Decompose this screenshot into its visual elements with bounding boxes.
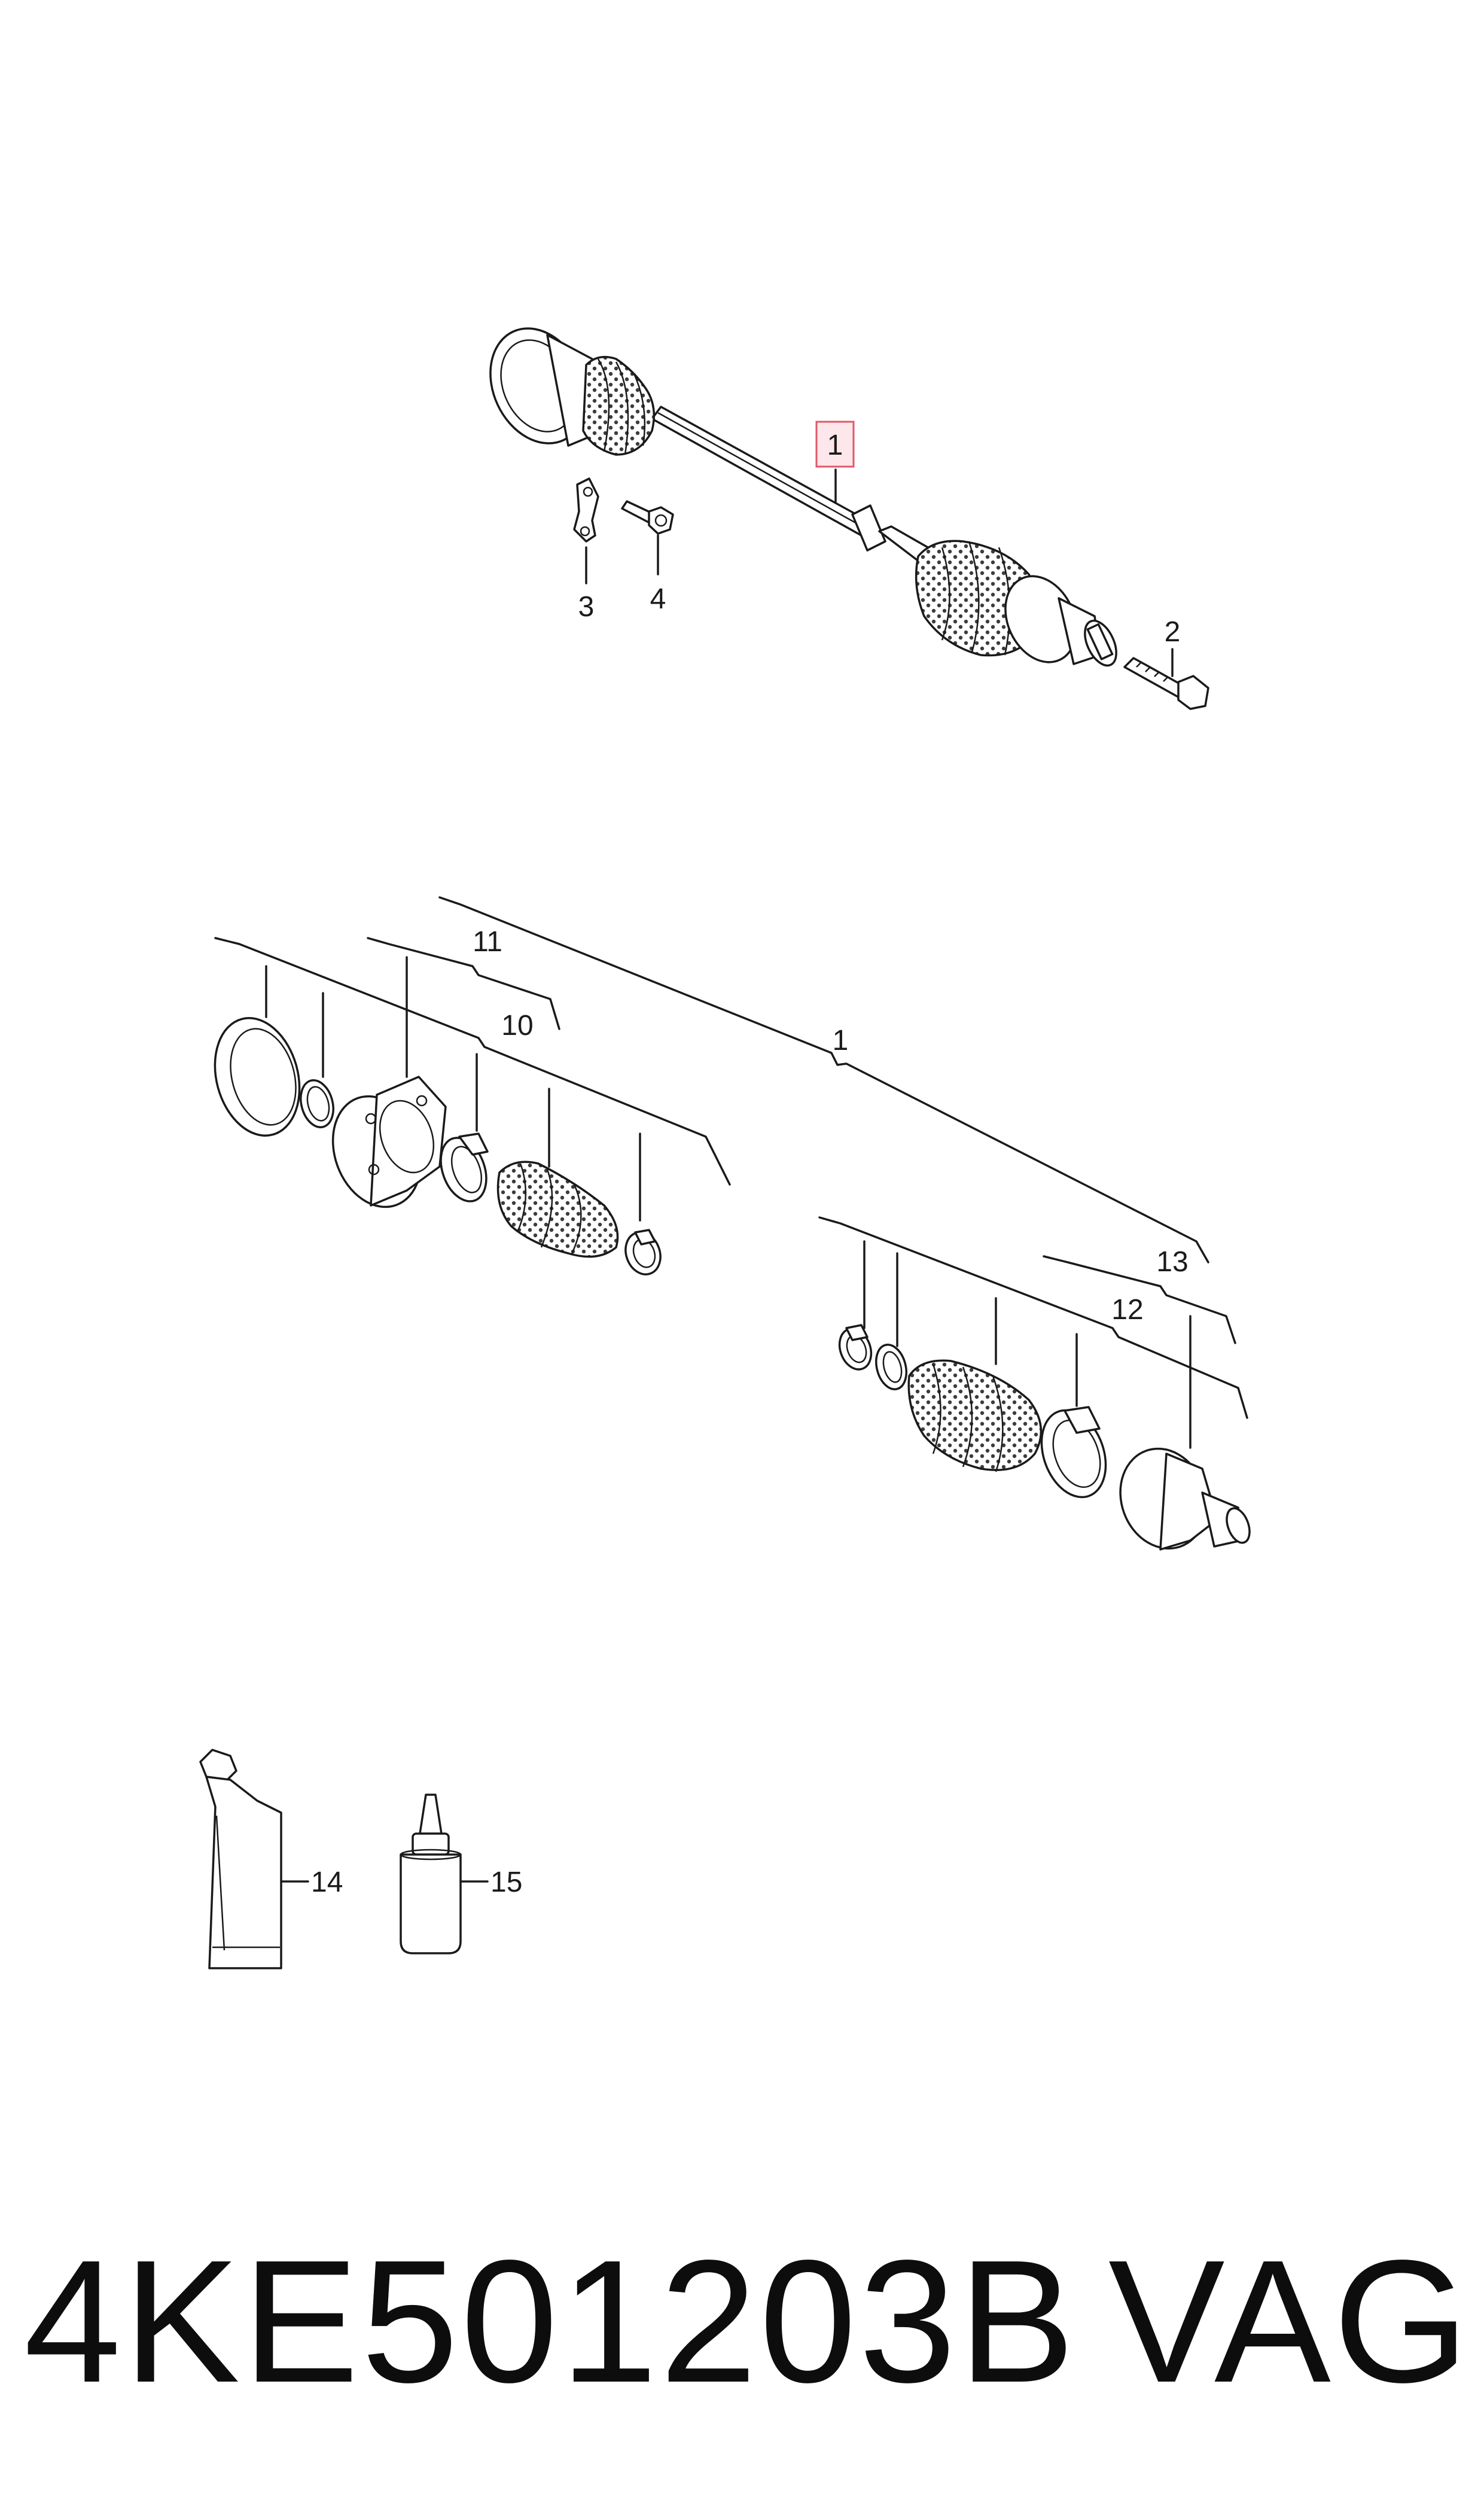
consumables: 14 15 — [199, 1749, 522, 1969]
grease-tube-14: 14 — [199, 1749, 343, 1969]
bracket-line-10 — [214, 937, 731, 1186]
clamp-outer-small — [838, 1324, 873, 1371]
callout-1-assembly: 1 — [833, 1025, 849, 1056]
callout-2: 2 — [1165, 616, 1181, 648]
callout-1-top: 1 — [827, 430, 843, 461]
highlight-box — [815, 421, 855, 468]
sealant-bottle-15: 15 — [400, 1794, 522, 1954]
brand-name: VAG — [1108, 2224, 1471, 2419]
callout-14: 14 — [311, 1867, 343, 1898]
callout-11: 11 — [473, 926, 502, 958]
callout-15: 15 — [490, 1867, 522, 1898]
clamp-inner-large — [440, 1132, 489, 1202]
exploded-parts: 1 11 10 13 12 — [214, 896, 1251, 1551]
seal-ring — [214, 1017, 301, 1137]
callout-10: 10 — [501, 1010, 533, 1042]
outer-cv-joint — [1004, 575, 1117, 667]
clamp-outer-large — [1040, 1406, 1107, 1499]
screw-part-4 — [621, 500, 674, 535]
part-caption: 4KE501203B VAG — [24, 2213, 1471, 2429]
clamp-inner-small — [624, 1229, 662, 1275]
inner-joint-housing — [331, 1076, 447, 1208]
bracket-line-12 — [818, 1216, 1248, 1419]
callout-12: 12 — [1111, 1294, 1143, 1326]
bracket-line-13 — [1043, 1255, 1236, 1344]
outer-cv-joint-exploded — [1119, 1447, 1251, 1551]
callout-13: 13 — [1156, 1246, 1188, 1278]
bolt-part-2 — [1123, 657, 1209, 710]
bracket-part-3 — [573, 477, 599, 543]
part-number: 4KE501203B — [24, 2224, 1078, 2419]
bracket-line-1 — [438, 896, 1209, 1263]
bracket-line-11 — [367, 937, 560, 1030]
drive-shaft-assembly: 1 2 3 4 — [489, 327, 1209, 710]
callout-4: 4 — [650, 583, 666, 615]
callout-3: 3 — [578, 591, 595, 623]
o-ring — [300, 1079, 334, 1128]
exploded-view-svg: 1 2 3 4 — [199, 327, 1251, 1969]
shaft-damper — [851, 504, 886, 552]
retaining-ring — [875, 1344, 907, 1390]
